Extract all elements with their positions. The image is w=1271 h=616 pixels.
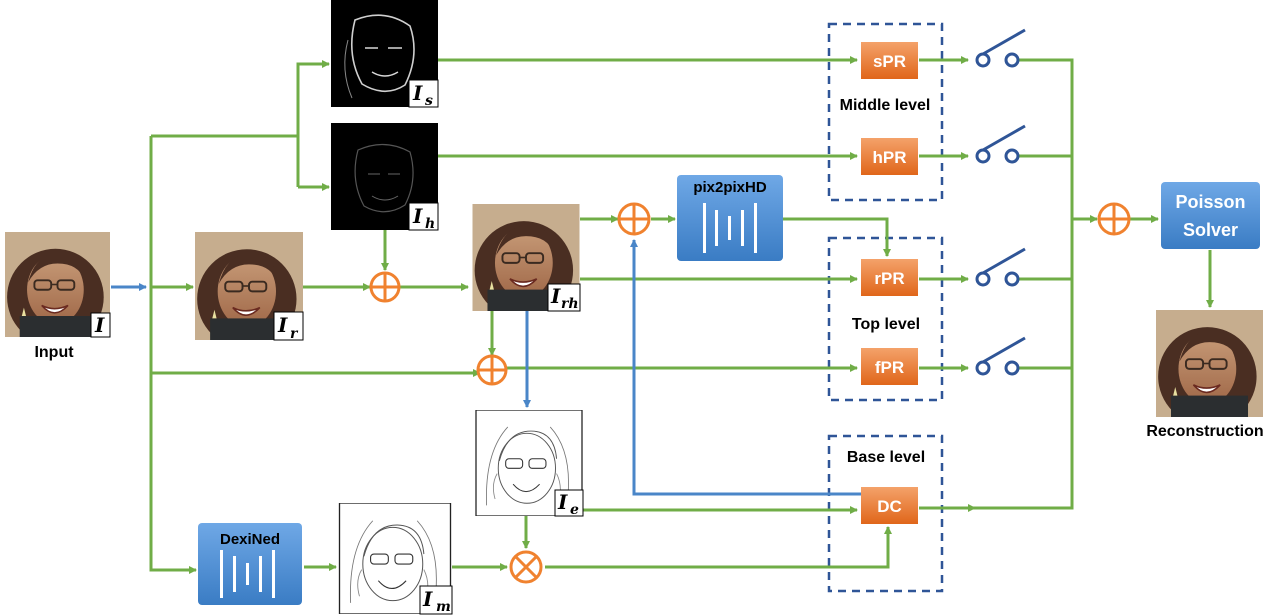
svg-text:DC: DC: [877, 497, 902, 516]
svg-text:m: m: [436, 599, 451, 615]
svg-text:Solver: Solver: [1183, 220, 1238, 240]
switch-rpr: [975, 247, 1026, 287]
svg-text:pix2pixHD: pix2pixHD: [693, 179, 767, 196]
base-level-label: Base level: [847, 449, 925, 466]
svg-text:I: I: [277, 313, 288, 337]
switch-fpr: [975, 336, 1026, 376]
pix2pixhd-block: pix2pixHD: [677, 175, 783, 261]
fpr-block: fPR: [861, 348, 918, 385]
svg-text:e: e: [570, 502, 579, 518]
plus-operator-3: [617, 202, 651, 236]
svg-text:rh: rh: [561, 296, 579, 312]
reconstruction-label: Reconstruction: [1146, 423, 1263, 440]
plus-operator-4: [1097, 202, 1131, 236]
dexined-block: DexiNed: [198, 523, 302, 605]
svg-text:h: h: [425, 216, 435, 232]
top-level-label: Top level: [852, 316, 920, 333]
svg-text:I: I: [94, 313, 105, 337]
blue-connectors: [111, 239, 862, 496]
poisson-solver-block: Poisson Solver: [1161, 182, 1260, 249]
input-image: I: [5, 232, 111, 338]
svg-text:s: s: [425, 93, 433, 109]
svg-text:DexiNed: DexiNed: [220, 531, 280, 548]
svg-text:r: r: [290, 326, 299, 342]
svg-text:fPR: fPR: [875, 358, 904, 377]
green-connectors: [149, 56, 1214, 574]
svg-text:I: I: [412, 204, 423, 228]
switch-hpr: [975, 124, 1026, 164]
svg-text:hPR: hPR: [873, 148, 907, 167]
svg-text:Poisson: Poisson: [1175, 192, 1245, 212]
rpr-block: rPR: [861, 259, 918, 296]
times-operator: [509, 550, 543, 584]
switch-spr: [975, 28, 1026, 68]
ir-image: I r: [195, 232, 304, 342]
svg-text:sPR: sPR: [873, 52, 906, 71]
im-image: I m: [338, 503, 453, 615]
irh-image: I rh: [472, 204, 581, 312]
is-image: I s: [331, 0, 439, 109]
svg-text:rPR: rPR: [874, 269, 904, 288]
plus-operator-1: [369, 271, 401, 303]
spr-block: sPR: [861, 42, 918, 79]
svg-text:I: I: [412, 81, 423, 105]
middle-level-label: Middle level: [840, 97, 931, 114]
plus-operator-2: [476, 354, 508, 386]
switches: [975, 28, 1026, 376]
middle-level-box: [827, 22, 944, 202]
svg-text:I: I: [422, 587, 433, 611]
ih-image: I h: [331, 123, 439, 232]
dc-block: DC: [861, 487, 918, 524]
reconstruction-image: [1156, 310, 1263, 417]
ie-image: I e: [475, 410, 584, 518]
svg-text:I: I: [550, 284, 561, 308]
hpr-block: hPR: [861, 138, 918, 175]
base-level-box: [827, 434, 944, 593]
svg-text:I: I: [557, 490, 568, 514]
input-label: Input: [34, 344, 74, 361]
